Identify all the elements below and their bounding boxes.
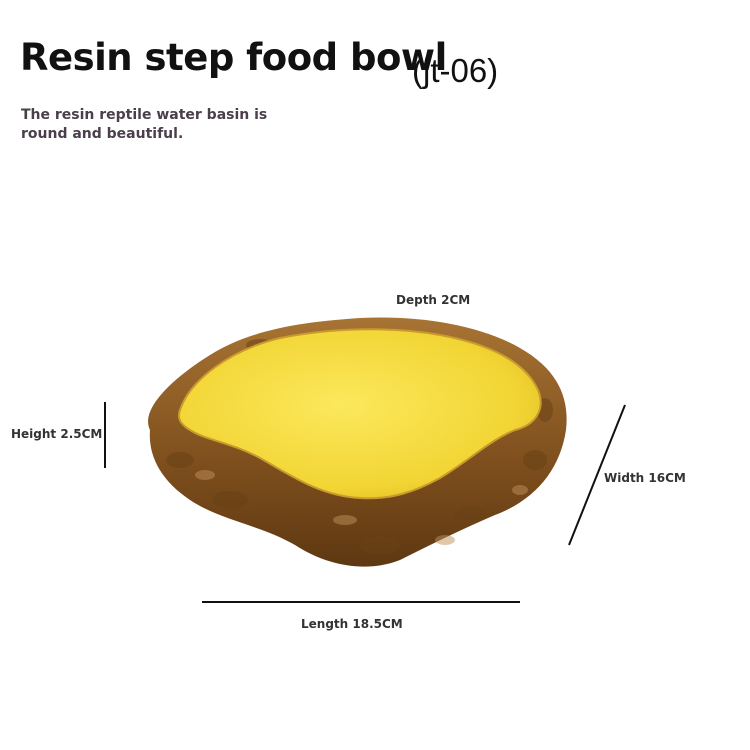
product-title: Resin step food bowl <box>20 36 447 79</box>
width-label: Width 16CM <box>604 471 686 485</box>
width-dimension-line <box>568 404 626 546</box>
product-code: (jt-06) <box>412 52 499 89</box>
height-label: Height 2.5CM <box>11 427 103 441</box>
length-label: Length 18.5CM <box>301 617 403 631</box>
height-dimension-line <box>104 402 106 468</box>
product-description: The resin reptile water basin is round a… <box>21 107 268 142</box>
length-dimension-line <box>202 601 520 603</box>
depth-label: Depth 2CM <box>396 293 471 307</box>
bowl-inner-basin <box>177 328 542 500</box>
